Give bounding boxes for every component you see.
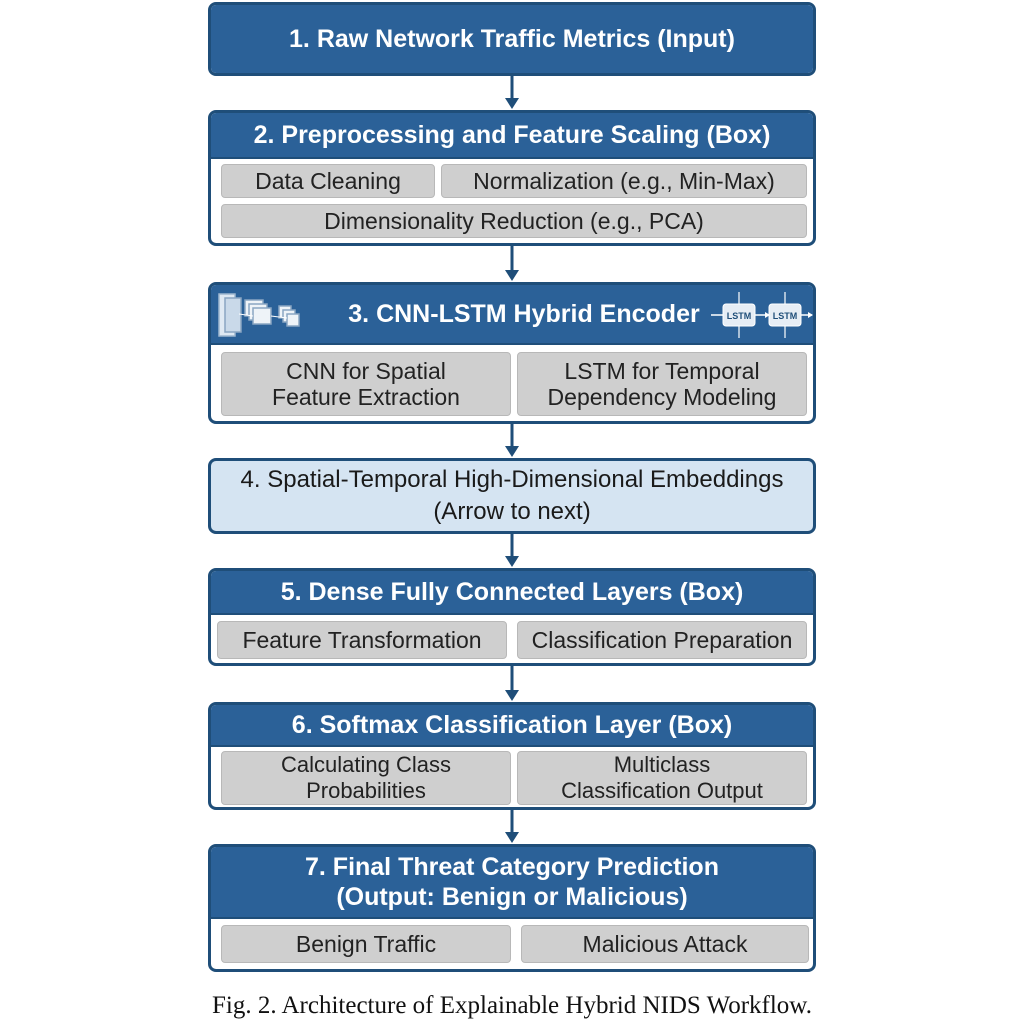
step5-dense-box: 5. Dense Fully Connected Layers (Box) Fe… — [208, 568, 816, 666]
step1-title: 1. Raw Network Traffic Metrics (Input) — [211, 5, 813, 73]
step3-encoder-box: 3. CNN-LSTM Hybrid Encoder LSTM LSTM CNN… — [208, 282, 816, 424]
feature-transformation-item: Feature Transformation — [217, 621, 507, 659]
step1-input-box: 1. Raw Network Traffic Metrics (Input) — [208, 2, 816, 76]
step2-title: 2. Preprocessing and Feature Scaling (Bo… — [211, 113, 813, 159]
classification-preparation-item: Classification Preparation — [517, 621, 807, 659]
step3-header: 3. CNN-LSTM Hybrid Encoder LSTM LSTM — [211, 285, 813, 345]
lstm-chain-icon: LSTM LSTM — [711, 292, 813, 338]
arrow-6-to-7 — [505, 810, 519, 843]
arrow-3-to-4 — [505, 424, 519, 457]
lstm-temporal-item: LSTM for Temporal Dependency Modeling — [517, 352, 807, 416]
step4-embeddings-box: 4. Spatial-Temporal High-Dimensional Emb… — [208, 458, 816, 534]
multiclass-output-item: Multiclass Classification Output — [517, 751, 807, 805]
arrow-2-to-3 — [505, 246, 519, 281]
step5-title: 5. Dense Fully Connected Layers (Box) — [211, 571, 813, 615]
cnn-spatial-item: CNN for Spatial Feature Extraction — [221, 352, 511, 416]
arrow-4-to-5 — [505, 534, 519, 567]
data-cleaning-item: Data Cleaning — [221, 164, 435, 198]
step7-prediction-box: 7. Final Threat Category Prediction (Out… — [208, 844, 816, 972]
dimensionality-reduction-item: Dimensionality Reduction (e.g., PCA) — [221, 204, 807, 238]
step4-title: 4. Spatial-Temporal High-Dimensional Emb… — [240, 466, 784, 525]
arrow-5-to-6 — [505, 666, 519, 701]
cnn-layers-icon — [218, 293, 300, 337]
class-probabilities-item: Calculating Class Probabilities — [221, 751, 511, 805]
malicious-attack-item: Malicious Attack — [521, 925, 809, 963]
arrow-1-to-2 — [505, 76, 519, 109]
normalization-item: Normalization (e.g., Min-Max) — [441, 164, 807, 198]
figure-caption: Fig. 2. Architecture of Explainable Hybr… — [212, 992, 812, 1019]
step3-title: 3. CNN-LSTM Hybrid Encoder — [348, 300, 700, 328]
benign-traffic-item: Benign Traffic — [221, 925, 511, 963]
lstm-cell-label-1: LSTM — [727, 311, 752, 321]
step6-softmax-box: 6. Softmax Classification Layer (Box) Ca… — [208, 702, 816, 810]
step6-title: 6. Softmax Classification Layer (Box) — [211, 705, 813, 747]
lstm-cell-label-2: LSTM — [773, 311, 798, 321]
step2-preprocessing-box: 2. Preprocessing and Feature Scaling (Bo… — [208, 110, 816, 246]
step7-title: 7. Final Threat Category Prediction (Out… — [211, 847, 813, 919]
